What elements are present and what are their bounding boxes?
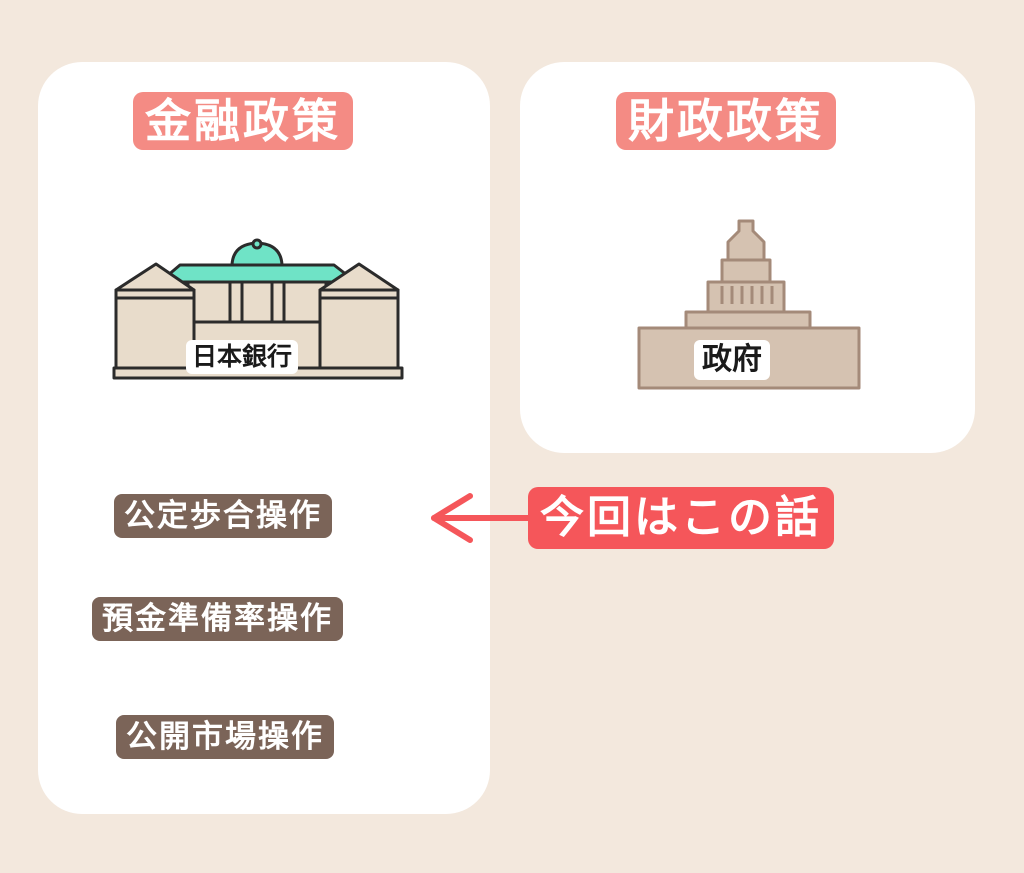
left-arrow-icon — [431, 493, 533, 543]
tool-label-discount-rate: 公定歩合操作 — [114, 494, 332, 538]
bank-of-japan-label: 日本銀行 — [186, 340, 299, 374]
monetary-policy-heading: 金融政策 — [133, 92, 353, 150]
tool-label-open-market: 公開市場操作 — [116, 715, 334, 759]
government-label: 政府 — [694, 340, 770, 380]
fiscal-policy-heading: 財政政策 — [616, 92, 836, 150]
tool-label-reserve-requirement: 預金準備率操作 — [92, 597, 343, 641]
callout-this-topic: 今回はこの話 — [528, 487, 834, 549]
monetary-policy-card — [38, 62, 490, 814]
